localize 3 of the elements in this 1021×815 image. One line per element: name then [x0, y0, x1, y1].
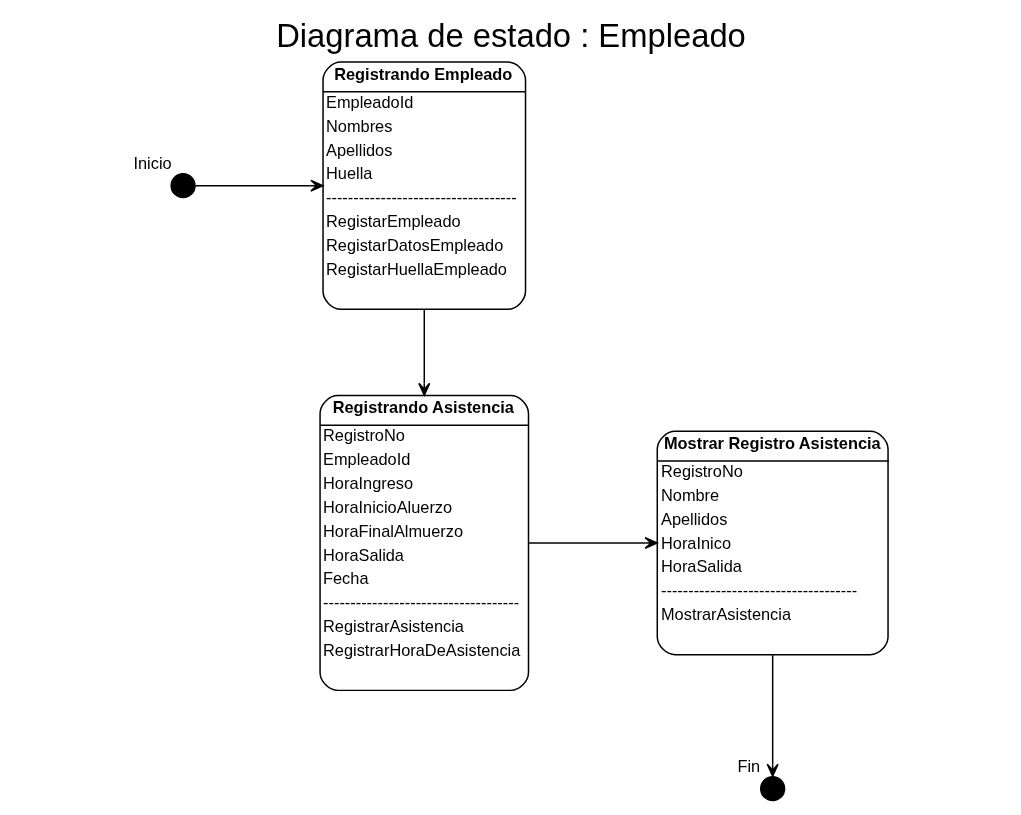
node-label: Inicio	[132, 153, 172, 172]
node-label: Fin	[736, 756, 760, 775]
diagram-title: Diagrama de estado : Empleado	[275, 16, 746, 54]
